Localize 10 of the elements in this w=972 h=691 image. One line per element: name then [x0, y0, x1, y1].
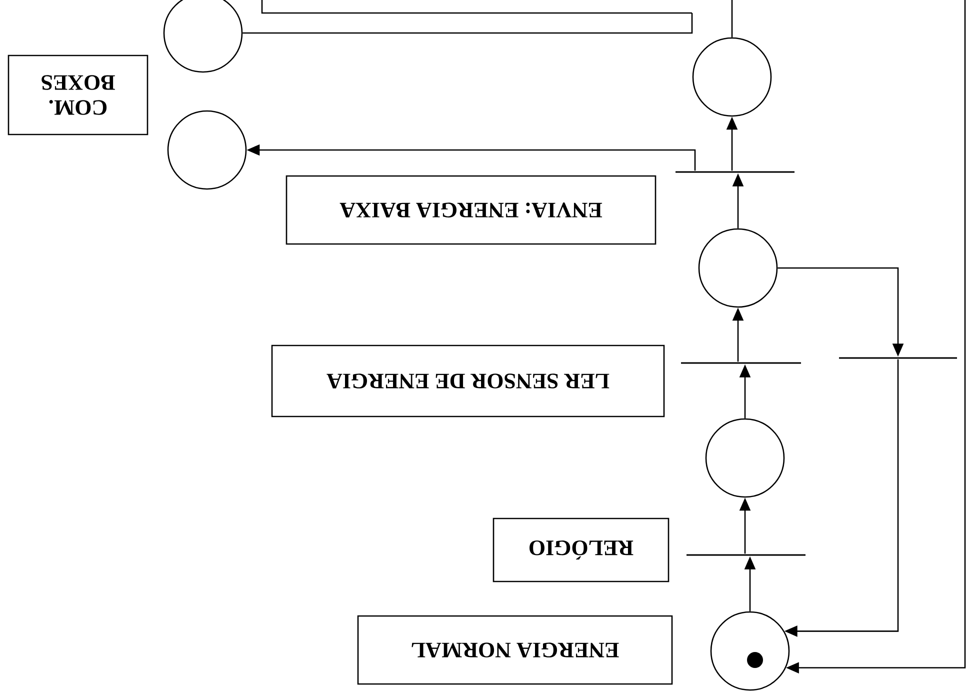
place-circle	[167, 110, 247, 190]
place-circle	[692, 37, 772, 117]
label-box: LER SENSOR DE ENERGIA	[271, 344, 665, 418]
label-box: COM. BOXES	[8, 54, 148, 136]
place-circle	[710, 611, 790, 691]
place-circle	[705, 418, 785, 498]
label-box: ENERGIA NORMAL	[357, 615, 673, 685]
label-box: RELÓGIO	[492, 518, 670, 582]
label-box: ENVIA: ENERGIA BAIXA	[286, 175, 656, 245]
place-circle	[698, 228, 778, 308]
